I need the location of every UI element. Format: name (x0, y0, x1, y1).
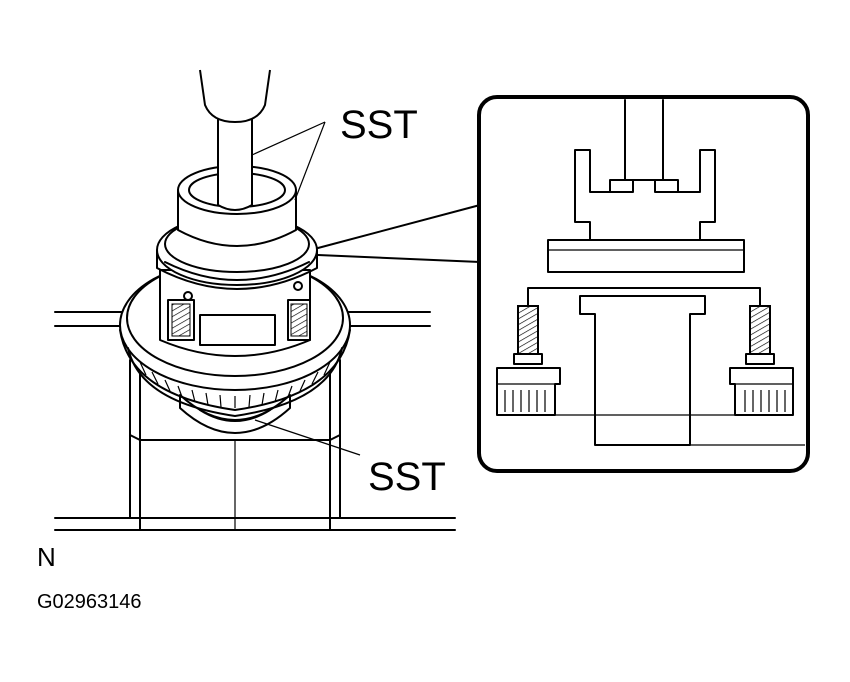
direction-label: N (37, 542, 56, 572)
sst-label-top: SST (340, 103, 418, 147)
differential-case (159, 269, 311, 357)
lower-sst-support (179, 394, 291, 434)
detail-inset (477, 95, 810, 473)
leader-lines (251, 121, 361, 456)
press-rod (199, 69, 271, 211)
side-gear-left (496, 367, 561, 416)
sst-label-bottom: SST (368, 455, 446, 499)
figure-id: G02963146 (37, 591, 142, 613)
side-gear-right (729, 367, 794, 416)
callout-connectors (317, 204, 481, 263)
press-stand (54, 311, 456, 531)
main-assembly (54, 69, 456, 531)
gear-teeth (139, 361, 331, 408)
